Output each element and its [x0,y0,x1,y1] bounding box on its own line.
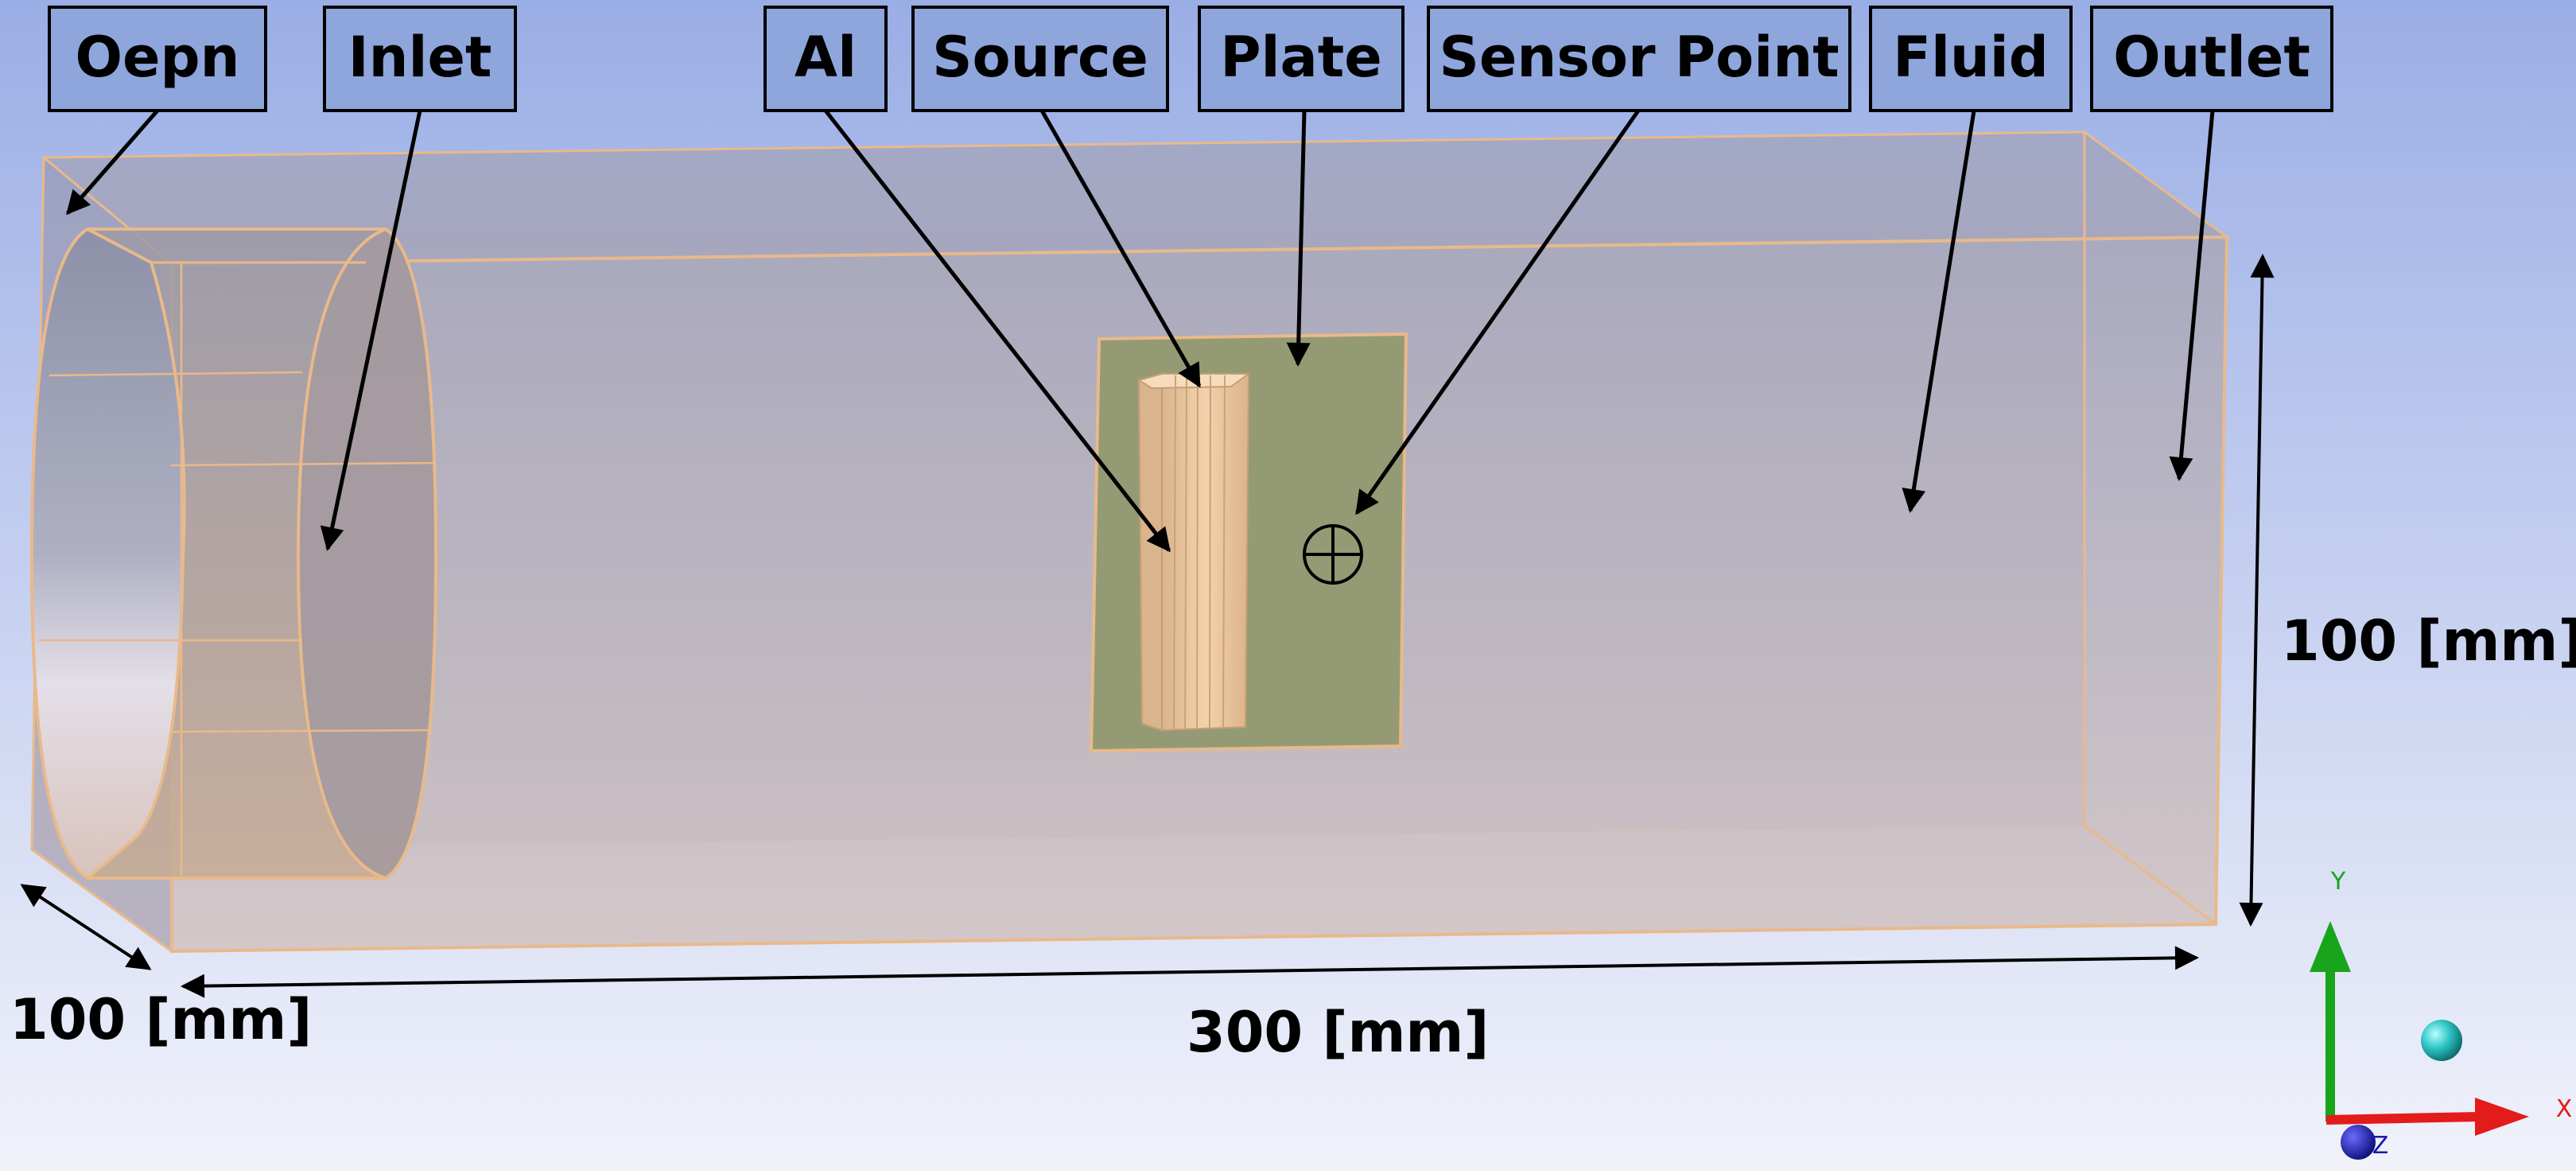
label-plate-box [1198,6,1405,112]
z-axis-label: Z [2372,1132,2389,1160]
label-al-box [763,6,888,112]
label-fluid-text: Fluid [1893,25,2049,90]
depth-dimension-line [20,884,152,970]
dimension-lines [20,254,2275,998]
al-arrow [824,109,1171,553]
axis-triad[interactable]: Y X Z [2310,868,2572,1160]
inlet-seam-3 [170,729,430,733]
inlet-opening [29,227,186,881]
sensor-point-arrow [1354,109,1641,515]
label-sensor-point-box [1427,6,1851,112]
y-axis-label: Y [2330,868,2346,896]
inlet-arrow [320,110,422,551]
label-sensor-point-text: Sensor Point [1439,25,1839,90]
outlet-arrow [2169,110,2215,481]
label-open-text: Oepn [76,25,240,90]
height-dimension-label: 100 [mm] [2281,608,2576,674]
length-dimension-label: 300 [mm] [1187,1000,1489,1065]
length-dimension-line [181,946,2199,998]
z-axis-ball [2341,1125,2376,1160]
label-plate-text: Plate [1220,25,1381,90]
y-axis-head [2310,921,2351,972]
label-inlet-text: Inlet [348,25,492,90]
inlet-cylinder[interactable] [29,227,438,881]
label-source-box [911,6,1169,112]
fluid-bottom-edge [2084,824,2217,926]
source-arrow [1039,109,1202,388]
height-dimension-line [2239,254,2275,927]
depth-dimension-label: 100 [mm] [10,987,312,1052]
x-axis-head [2475,1098,2529,1136]
label-inlet[interactable]: Inlet [323,6,517,112]
leader-arrows [66,109,2215,553]
source-facet-3 [1196,375,1199,729]
inlet-seam-2 [170,461,437,467]
label-al-text: Al [795,25,857,90]
label-outlet[interactable]: Outlet [2090,6,2333,112]
label-al[interactable]: Al [763,6,888,112]
source-facet-2 [1184,375,1187,729]
label-source-text: Source [932,25,1148,90]
x-axis-label: X [2556,1095,2573,1123]
source-side [1137,372,1163,732]
label-fluid[interactable]: Fluid [1869,6,2073,112]
label-source[interactable]: Source [911,6,1169,112]
x-axis-shaft [2325,1112,2479,1125]
label-open[interactable]: Oepn [48,6,267,112]
label-plate[interactable]: Plate [1198,6,1405,112]
inlet-face-ellipse [296,227,438,881]
label-inlet-box [323,6,517,112]
open-arrow [66,109,159,216]
source-body[interactable] [1136,372,1252,732]
sensor-point-marker[interactable] [1303,524,1363,585]
inlet-seam-1 [49,371,303,377]
source-facet-1 [1173,375,1176,729]
label-outlet-box [2090,6,2333,112]
fluid-arrow [1902,110,1976,513]
label-sensor-point[interactable]: Sensor Point [1427,6,1851,112]
label-outlet-text: Outlet [2113,25,2310,90]
source-facet-5 [1222,375,1226,729]
label-fluid-box [1869,6,2073,112]
plate-arrow [1286,110,1311,367]
rotation-center-sphere[interactable] [2421,1020,2462,1061]
label-open-box [48,6,267,112]
